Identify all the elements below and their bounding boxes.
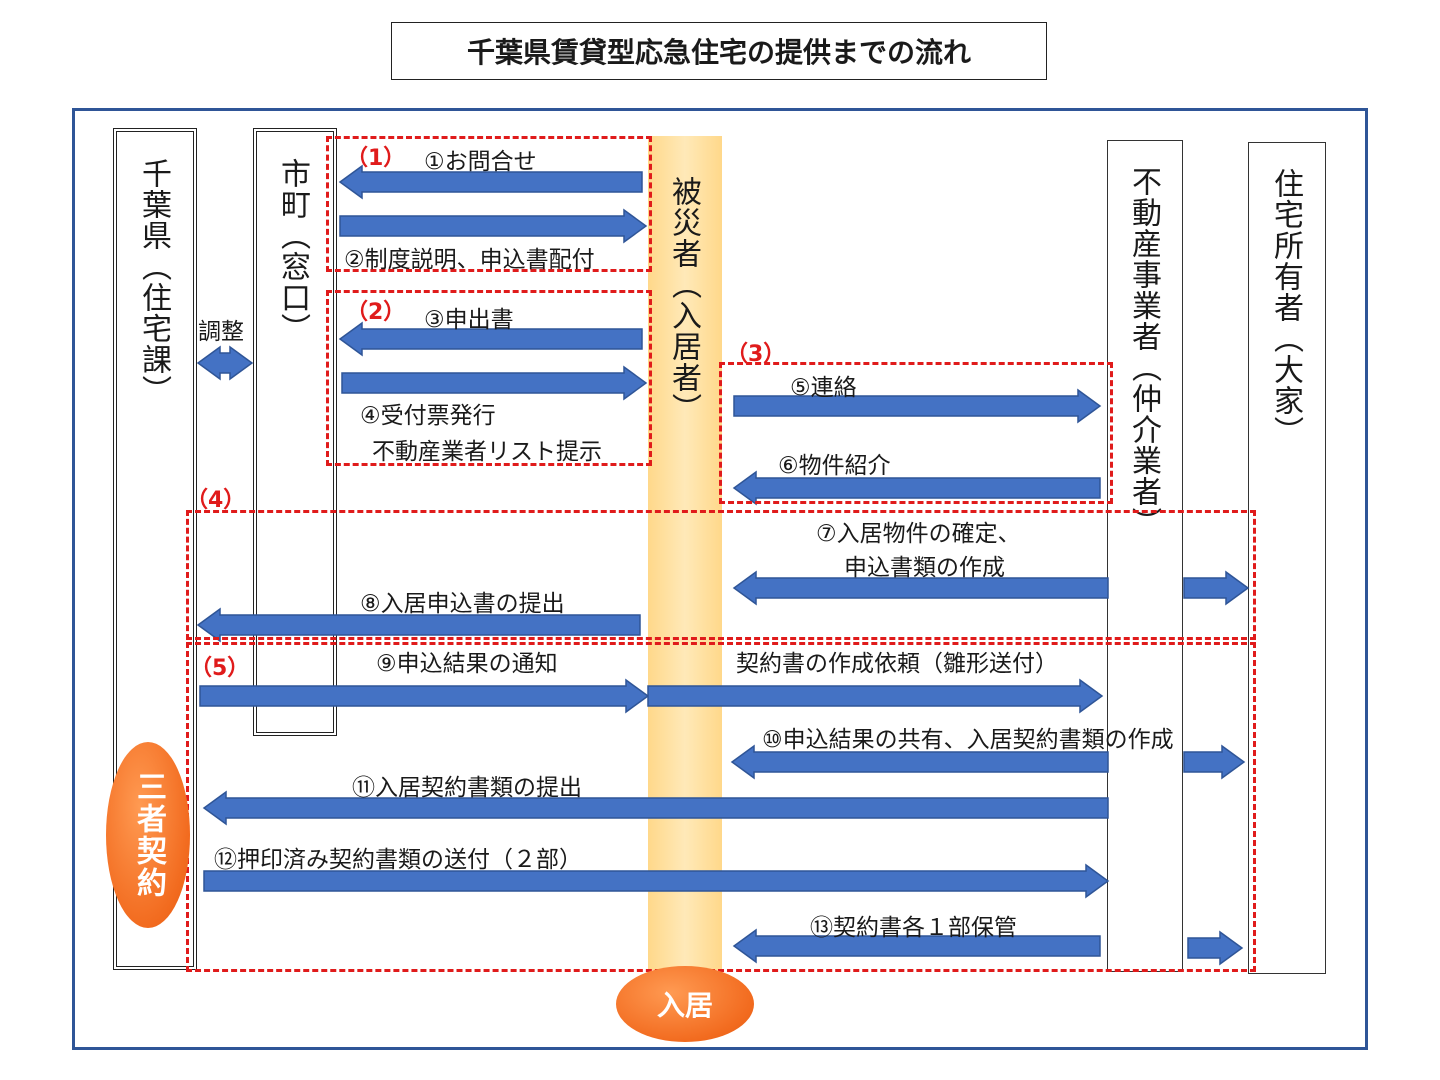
diagram-title-text: 千葉県賃貸型応急住宅の提供までの流れ (466, 36, 971, 69)
step-4-label-b: 不動産業者リスト提示 (372, 439, 602, 465)
step-7-arrow-left (732, 570, 1109, 606)
phase-2-label: （2） (346, 300, 406, 325)
step-1-arrow (338, 164, 643, 200)
step-6-arrow (732, 470, 1101, 506)
step-13-arrow-right (1187, 930, 1244, 966)
step-9b-arrow (647, 678, 1104, 714)
step-13-label: ⑬契約書各１部保管 (810, 915, 1017, 941)
step-7-label-a: ⑦入居物件の確定、 (816, 521, 1021, 547)
step-10-arrow-left (730, 744, 1109, 780)
phase-4-box (186, 510, 1256, 640)
lane-city-label: 市町（窓口） (275, 158, 310, 344)
lane-victim-label: 被災者（入居者） (666, 176, 701, 424)
step-9-arrow (199, 678, 650, 714)
step-4-arrow (341, 365, 648, 401)
lane-owner (1248, 142, 1326, 974)
step-8-arrow (196, 607, 641, 643)
step-3-arrow (338, 321, 643, 357)
step-2-label: ②制度説明、申込書配付 (344, 247, 595, 273)
step-13-arrow-left (732, 928, 1101, 964)
lane-owner-label: 住宅所有者（大家） (1268, 168, 1303, 447)
lane-prefecture-label: 千葉県（住宅課） (136, 158, 171, 406)
diagram-frame (72, 108, 1368, 1050)
step-9b-label: 契約書の作成依頼（雛形送付） (736, 651, 1058, 677)
phase-1-label: （1） (346, 146, 406, 171)
step-12-arrow (203, 863, 1110, 899)
step-11-label: ⑪入居契約書類の提出 (352, 775, 582, 801)
phase-5-label: （5） (190, 656, 250, 681)
phase-2-box (326, 290, 652, 466)
victim-lane-bar (648, 136, 722, 970)
diagram-title: 千葉県賃貸型応急住宅の提供までの流れ (391, 22, 1047, 80)
lane-agent (1107, 140, 1183, 972)
step-10-label: ⑩申込結果の共有、入居契約書類の作成 (762, 727, 1174, 753)
step-9-label: ⑨申込結果の通知 (376, 651, 558, 677)
step-7-arrow-right (1183, 570, 1250, 606)
step-4-label-a: ④受付票発行 (360, 403, 496, 429)
lane-agent-label: 不動産事業者（仲介業者） (1126, 166, 1161, 538)
move-in-badge: 入居 (616, 966, 754, 1042)
step-1-label: ①お問合せ (424, 149, 537, 175)
step-11-arrow (202, 790, 1109, 826)
step-10-arrow-right (1183, 744, 1246, 780)
step-5-arrow (733, 388, 1102, 424)
step-8-label: ⑧入居申込書の提出 (360, 591, 565, 617)
three-party-contract-badge: 三者契約 (106, 742, 190, 928)
coordination-label: 調整 (198, 319, 244, 345)
step-2-arrow (339, 208, 648, 244)
phase-3-label: （3） (726, 342, 786, 367)
phase-4-label: （4） (186, 488, 246, 513)
coordination-arrow (196, 345, 254, 381)
phase-1-box (326, 136, 652, 272)
step-5-label: ⑤連絡 (790, 375, 857, 401)
step-12-label: ⑫押印済み契約書類の送付（２部） (214, 847, 582, 873)
phase-5-box (186, 642, 1256, 972)
step-3-label: ③申出書 (424, 307, 514, 333)
step-6-label: ⑥物件紹介 (778, 453, 891, 479)
phase-3-box (719, 362, 1113, 504)
step-7-label-b: 申込書類の作成 (844, 555, 1005, 581)
